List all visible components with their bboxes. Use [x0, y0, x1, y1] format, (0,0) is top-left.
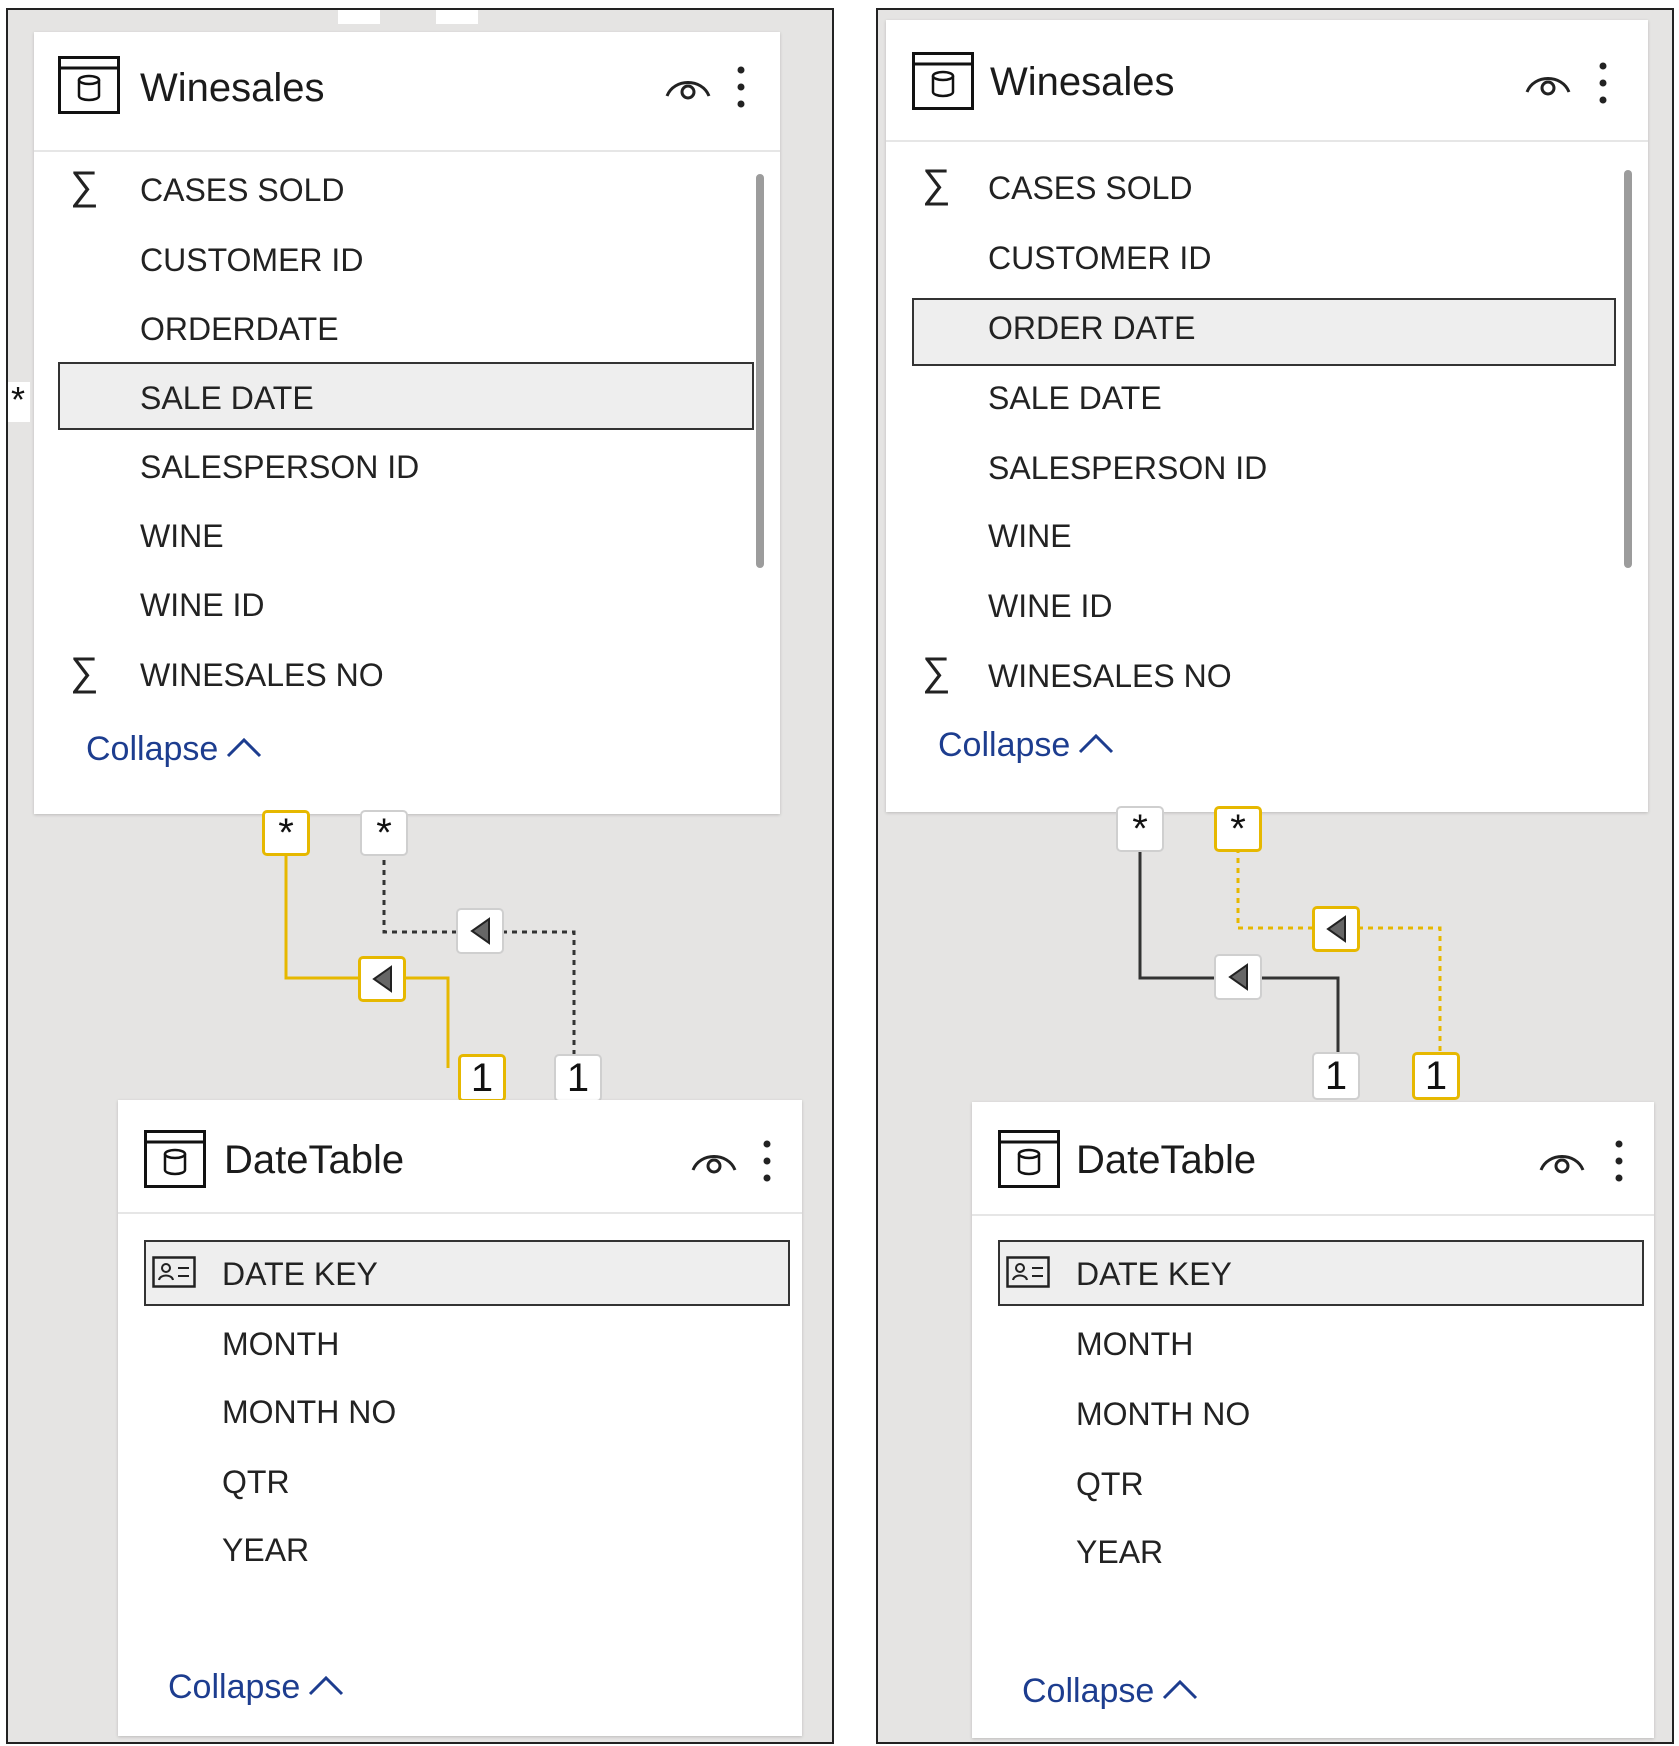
sigma-icon: ∑ — [70, 164, 99, 208]
more-options-icon[interactable] — [734, 64, 748, 110]
field-row[interactable]: WINE ID — [140, 587, 265, 623]
selected-field-highlight — [912, 298, 1616, 366]
table-title: DateTable — [224, 1138, 405, 1182]
field-row[interactable]: WINESALES NO — [140, 657, 384, 693]
cardinality-many-badge[interactable]: * — [360, 810, 408, 856]
more-options-icon[interactable] — [760, 1138, 774, 1184]
table-icon — [912, 52, 974, 110]
eye-icon[interactable] — [690, 1144, 738, 1176]
datetable-table-card[interactable]: DateTable DATE KEY MONTH MONTH NO QTR YE… — [118, 1100, 802, 1736]
datetable-table-card[interactable]: DateTable DATE KEY MONTH MONTH NO QTR YE… — [972, 1102, 1654, 1738]
field-row[interactable]: QTR — [1076, 1466, 1144, 1502]
field-row-selected[interactable]: DATE KEY — [222, 1256, 378, 1292]
field-row[interactable]: WINESALES NO — [988, 658, 1232, 694]
sigma-icon: ∑ — [922, 162, 951, 206]
winesales-table-card[interactable]: Winesales ∑ CASES SOLD CUSTOMER ID ORDER… — [34, 32, 780, 814]
table-card-header[interactable]: DateTable — [118, 1100, 802, 1214]
cardinality-many-badge[interactable]: * — [1116, 806, 1164, 852]
selected-field-highlight — [58, 362, 754, 430]
more-options-icon[interactable] — [1612, 1138, 1626, 1184]
table-icon — [58, 56, 120, 114]
field-row[interactable]: CUSTOMER ID — [988, 240, 1212, 276]
chevron-up-icon — [1079, 733, 1114, 754]
table-card-header[interactable]: Winesales — [886, 20, 1648, 142]
field-row[interactable]: CUSTOMER ID — [140, 242, 364, 278]
cardinality-many-badge[interactable]: * — [262, 810, 310, 856]
edge-many-marker: * — [436, 10, 478, 28]
field-row[interactable]: CASES SOLD — [140, 172, 345, 208]
edge-many-marker: * — [338, 10, 380, 28]
sigma-icon: ∑ — [70, 650, 99, 694]
table-card-header[interactable]: DateTable — [972, 1102, 1654, 1216]
key-icon — [1006, 1256, 1050, 1288]
key-icon — [152, 1256, 196, 1288]
field-row[interactable]: SALE DATE — [988, 380, 1162, 416]
chevron-up-icon — [1163, 1679, 1198, 1700]
field-row[interactable]: YEAR — [222, 1532, 310, 1568]
eye-icon[interactable] — [664, 70, 712, 102]
table-card-header[interactable]: Winesales — [34, 32, 780, 152]
selected-field-highlight — [998, 1240, 1644, 1306]
right-model-canvas[interactable]: Winesales ∑ CASES SOLD CUSTOMER ID ORDER… — [876, 8, 1674, 1744]
field-row[interactable]: WINE ID — [988, 588, 1113, 624]
field-row[interactable]: WINE — [140, 518, 224, 554]
table-title: Winesales — [990, 60, 1175, 104]
field-row[interactable]: SALESPERSON ID — [140, 449, 420, 485]
collapse-link[interactable]: Collapse — [86, 732, 262, 766]
edge-many-marker: * — [8, 382, 30, 422]
sigma-icon: ∑ — [922, 650, 951, 694]
triangle-left-icon[interactable] — [1214, 954, 1262, 1000]
table-title: DateTable — [1076, 1138, 1257, 1182]
field-row[interactable]: WINE — [988, 518, 1072, 554]
chevron-up-icon — [309, 1675, 344, 1696]
field-row[interactable]: MONTH — [222, 1326, 340, 1362]
selected-field-highlight — [144, 1240, 790, 1306]
cardinality-one-badge[interactable]: 1 — [554, 1054, 602, 1102]
field-row[interactable]: CASES SOLD — [988, 170, 1193, 206]
cardinality-one-badge[interactable]: 1 — [458, 1054, 506, 1102]
table-icon — [144, 1130, 206, 1188]
collapse-link[interactable]: Collapse — [1022, 1674, 1198, 1708]
triangle-left-icon[interactable] — [1312, 906, 1360, 952]
field-row[interactable]: MONTH NO — [222, 1394, 397, 1430]
field-row[interactable]: ORDERDATE — [140, 311, 339, 347]
cardinality-one-badge[interactable]: 1 — [1412, 1052, 1460, 1100]
winesales-table-card[interactable]: Winesales ∑ CASES SOLD CUSTOMER ID ORDER… — [886, 20, 1648, 812]
scrollbar[interactable] — [1624, 170, 1632, 568]
field-row-selected[interactable]: ORDER DATE — [988, 310, 1196, 346]
field-row[interactable]: MONTH NO — [1076, 1396, 1251, 1432]
cardinality-many-badge[interactable]: * — [1214, 806, 1262, 852]
table-title: Winesales — [140, 66, 325, 110]
field-row[interactable]: YEAR — [1076, 1534, 1164, 1570]
left-model-canvas[interactable]: * * * Winesales ∑ CASES SOLD CUSTOMER ID — [6, 8, 834, 1744]
eye-icon[interactable] — [1524, 66, 1572, 98]
collapse-link[interactable]: Collapse — [938, 728, 1114, 762]
table-icon — [998, 1130, 1060, 1188]
chevron-up-icon — [227, 737, 262, 758]
field-row[interactable]: QTR — [222, 1464, 290, 1500]
field-row-selected[interactable]: DATE KEY — [1076, 1256, 1232, 1292]
field-row[interactable]: MONTH — [1076, 1326, 1194, 1362]
more-options-icon[interactable] — [1596, 60, 1610, 106]
triangle-left-icon[interactable] — [456, 908, 504, 954]
cardinality-one-badge[interactable]: 1 — [1312, 1052, 1360, 1100]
eye-icon[interactable] — [1538, 1144, 1586, 1176]
field-row[interactable]: SALESPERSON ID — [988, 450, 1268, 486]
scrollbar[interactable] — [756, 174, 764, 568]
triangle-left-icon[interactable] — [358, 956, 406, 1002]
collapse-link[interactable]: Collapse — [168, 1670, 344, 1704]
field-row-selected[interactable]: SALE DATE — [140, 380, 314, 416]
